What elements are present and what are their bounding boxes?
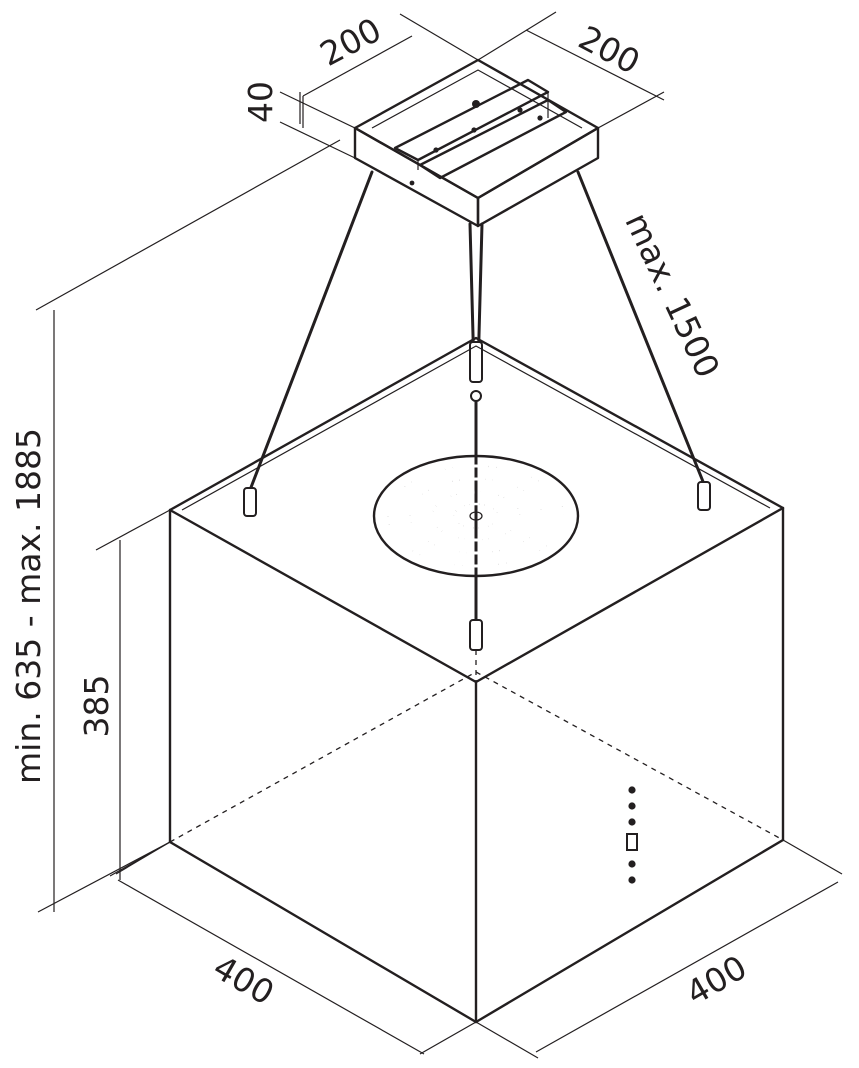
hood-body bbox=[168, 336, 785, 1024]
hood-top-rim bbox=[181, 345, 771, 511]
cable-clamp-right bbox=[697, 481, 711, 511]
bracket-hole bbox=[471, 127, 477, 133]
cable-left bbox=[248, 170, 374, 492]
cable-clamp-front bbox=[469, 619, 483, 651]
grille-center bbox=[469, 511, 483, 521]
total-height-label: min. 635 - max. 1885 bbox=[9, 428, 48, 784]
rail-lower bbox=[418, 98, 568, 180]
control-button-icon bbox=[628, 818, 636, 826]
suspension-cables bbox=[243, 170, 711, 690]
hood-bottom-right bbox=[474, 838, 785, 1024]
bracket-hole bbox=[433, 147, 439, 153]
dimension-lines bbox=[35, 11, 843, 1059]
hidden-edge bbox=[475, 671, 784, 841]
mounting-rails bbox=[393, 78, 568, 180]
exhaust-grille bbox=[372, 454, 580, 578]
control-panel bbox=[626, 786, 638, 884]
cable-clamp-center bbox=[469, 341, 483, 383]
cable-ring bbox=[470, 390, 482, 402]
hidden-edge bbox=[169, 671, 477, 843]
bracket-inner-rim bbox=[371, 69, 583, 129]
control-button-icon bbox=[628, 786, 636, 794]
cable-right bbox=[576, 170, 706, 486]
control-button-icon bbox=[628, 876, 636, 884]
bracket-hole bbox=[537, 115, 543, 121]
control-display-icon bbox=[626, 833, 638, 851]
ceiling-bracket bbox=[353, 58, 600, 228]
bracket-screw bbox=[472, 100, 480, 108]
bracket-hole bbox=[517, 107, 523, 113]
cable-length-label: max. 1500 bbox=[617, 207, 727, 384]
control-button-icon bbox=[628, 802, 636, 810]
bracket-hole bbox=[409, 180, 415, 186]
grille-outer-ring bbox=[372, 454, 580, 578]
hood-bottom-left bbox=[168, 840, 478, 1024]
cable-clamp-left bbox=[243, 487, 257, 517]
dimension-labels: 200 200 40 max. 1500 min. 635 - max. 188… bbox=[9, 10, 753, 1013]
mount-width-label: 200 bbox=[314, 10, 388, 74]
mount-height-label: 40 bbox=[241, 81, 280, 123]
hood-width-label: 400 bbox=[207, 947, 281, 1012]
bracket-left-face bbox=[353, 126, 480, 228]
hood-height-label: 385 bbox=[77, 675, 116, 738]
hood-depth-label: 400 bbox=[679, 947, 753, 1012]
bracket-right-face bbox=[476, 126, 600, 228]
control-button-icon bbox=[628, 860, 636, 868]
